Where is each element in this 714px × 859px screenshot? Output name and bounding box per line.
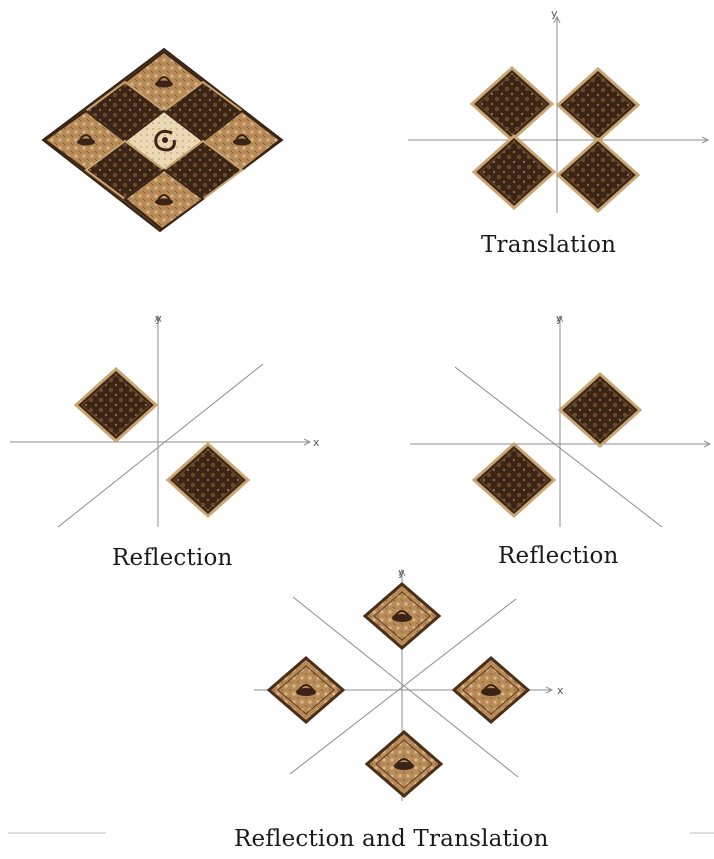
reflection-left-panel: y x: [10, 312, 320, 528]
y-axis-label: y: [556, 312, 563, 325]
batik-tile-icon: [556, 137, 640, 213]
batik-tile-icon: [74, 367, 158, 443]
batik-tile-icon: [363, 582, 441, 650]
x-axis-label: x: [557, 684, 564, 697]
batik-tile-icon: [556, 67, 640, 143]
batik-tile-icon: [472, 134, 556, 210]
batik-tile-icon: [452, 656, 530, 724]
caption-translation: Translation: [481, 232, 617, 258]
reflection-right-panel: y: [410, 312, 710, 528]
y-axis-label: y: [398, 566, 405, 579]
caption-reflection-right: Reflection: [498, 543, 619, 569]
batik-tile-icon: [472, 442, 556, 518]
original-batik-panel: [41, 47, 284, 233]
reflection-line: [454, 366, 663, 528]
caption-reflection-and-translation: Reflection and Translation: [234, 826, 549, 852]
batik-tile-icon: [267, 656, 345, 724]
reflection-line: [292, 596, 519, 778]
batik-tile-icon: [470, 66, 554, 142]
batik-tile-icon: [558, 372, 642, 448]
caption-reflection-left: Reflection: [112, 545, 233, 571]
y-axis-label: y: [155, 312, 162, 325]
reflection-translation-panel: y x: [254, 566, 564, 801]
reflection-line: [57, 363, 264, 528]
batik-motif-icon: [77, 76, 251, 206]
x-axis-label: x: [313, 436, 320, 449]
reflection-line: [289, 598, 517, 775]
y-axis-label: y: [551, 7, 558, 20]
batik-tile-icon: [365, 730, 443, 798]
translation-panel: y: [408, 7, 708, 213]
batik-tile-icon: [166, 442, 250, 518]
